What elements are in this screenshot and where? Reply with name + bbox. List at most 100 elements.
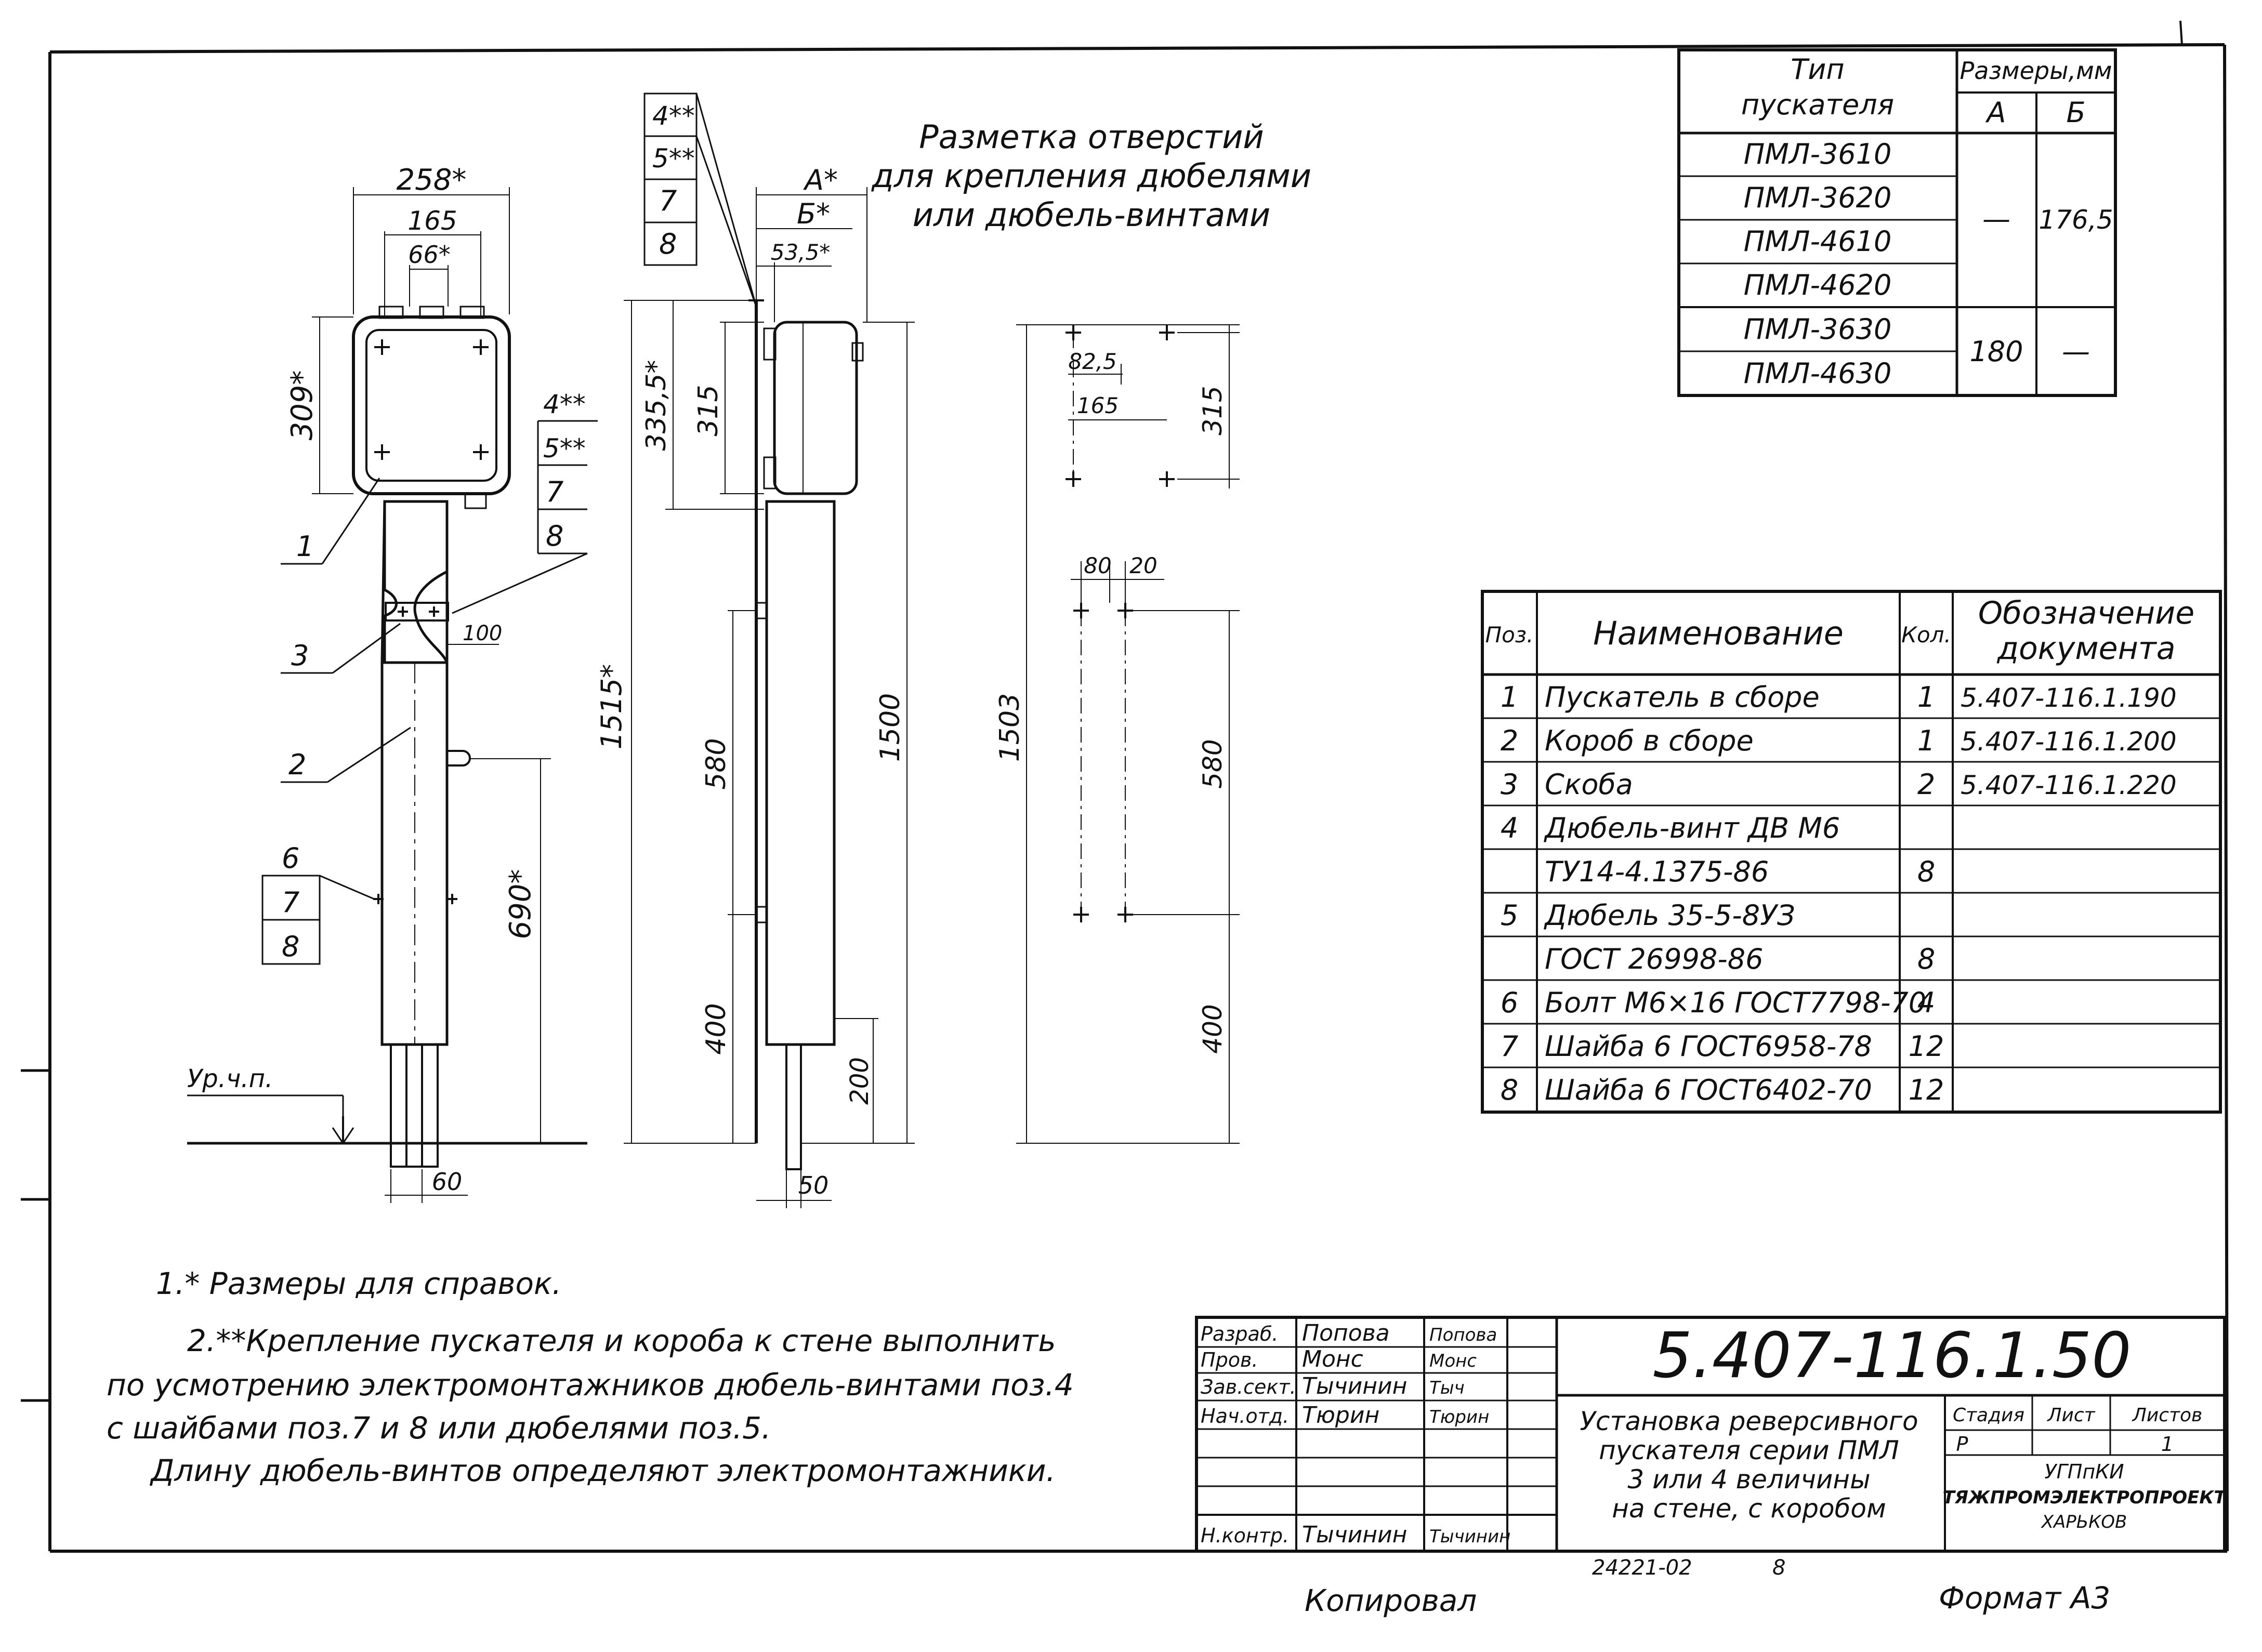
dim-60: 60 (432, 1168, 463, 1196)
role-label: Нач.отд. (1201, 1405, 1289, 1428)
spec-pos: 7 (1501, 1030, 1518, 1063)
spec-qty: 2 (1917, 768, 1935, 801)
group2-a: 180 (1969, 335, 2023, 368)
dim-400-side: 400 (701, 1003, 732, 1054)
role-signature: Тыч (1429, 1378, 1465, 1398)
role-name: Попова (1302, 1320, 1390, 1346)
mark-dim-80: 80 (1084, 553, 1111, 578)
role-signature: Монс (1429, 1351, 1477, 1371)
spec-name: Скоба (1545, 768, 1633, 801)
spec-pos: 5 (1501, 899, 1518, 932)
callout-stack-b: 7 (282, 886, 299, 919)
callout-3: 3 (291, 639, 309, 672)
role-signature: Тычинин (1429, 1526, 1510, 1547)
type-row: ПМЛ-3620 (1744, 181, 1892, 214)
spec-header-doc-1: Обозначение (1978, 595, 2194, 631)
side-callout: 8 (659, 228, 677, 260)
type-header-2: пускателя (1741, 88, 1894, 121)
callout-stack-b: 8 (282, 930, 299, 963)
dim-B: Б* (797, 197, 830, 230)
note-2c: с шайбами поз.7 и 8 или дюбелями поз.5. (107, 1410, 771, 1446)
sheets-value: 1 (2161, 1433, 2174, 1456)
callout-stack: 8 (546, 520, 563, 552)
copied-label: Копировал (1305, 1583, 1477, 1618)
role-label: Разраб. (1201, 1323, 1278, 1345)
role-label: Пров. (1201, 1349, 1258, 1371)
spec-header-qty: Кол. (1901, 622, 1951, 647)
dim-200: 200 (845, 1057, 874, 1105)
callout-2: 2 (288, 748, 306, 781)
dim-315-side: 315 (693, 385, 724, 436)
sheets-header: Листов (2132, 1405, 2202, 1426)
starter-outer (352, 315, 511, 495)
type-row: ПМЛ-3630 (1744, 313, 1892, 346)
dim-1500: 1500 (875, 693, 906, 762)
spec-name: Шайба 6 ГОСТ6958-78 (1545, 1030, 1872, 1063)
spec-name: Пускатель в сборе (1545, 681, 1820, 713)
title-line: на стене, с коробом (1612, 1494, 1886, 1524)
note-2a: 2.**Крепление пускателя и короба к стене… (187, 1323, 1056, 1358)
marking-view: 1503 82,5 165 315 80 20 580 400 (994, 324, 1240, 1144)
type-row: ПМЛ-4620 (1744, 269, 1892, 301)
inventory-number: 24221-02 (1592, 1556, 1692, 1580)
spec-qty: 1 (1917, 724, 1935, 757)
spec-pos: 4 (1501, 812, 1518, 844)
specification-table: Поз. Наименование Кол. Обозначение докум… (1481, 590, 2222, 1114)
spec-doc: 5.407-116.1.220 (1961, 770, 2177, 800)
mark-dim-1503: 1503 (994, 693, 1025, 762)
role-label: Зав.сект. (1201, 1376, 1296, 1398)
role-name: Тычинин (1302, 1522, 1407, 1548)
group2-b: — (2062, 335, 2090, 368)
spec-pos: 3 (1501, 768, 1518, 801)
dim-580-side: 580 (701, 738, 732, 789)
dim-1515: 1515* (595, 664, 628, 749)
size-header: Размеры,мм (1960, 57, 2112, 85)
spec-header-doc-2: документа (1996, 630, 2175, 667)
spec-doc: 5.407-116.1.200 (1961, 726, 2177, 757)
dim-53-5: 53,5* (771, 240, 831, 265)
dim-66: 66* (408, 241, 451, 269)
mark-dim-580: 580 (1198, 739, 1228, 788)
dim-165: 165 (407, 206, 457, 236)
spec-pos: 1 (1501, 681, 1518, 713)
mark-dim-20: 20 (1129, 553, 1157, 578)
note-3: Длину дюбель-винтов определяют электромо… (149, 1453, 1056, 1488)
duct-upper (380, 500, 449, 664)
dim-258: 258* (397, 163, 467, 197)
type-header-1: Тип (1791, 53, 1844, 86)
marking-title-line: или дюбель-винтами (913, 196, 1270, 234)
spec-name: Дюбель 35-5-8УЗ (1544, 899, 1795, 932)
dim-309: 309* (285, 371, 319, 441)
type-row: ПМЛ-4610 (1744, 225, 1892, 258)
title-line: Установка реверсивного (1580, 1406, 1918, 1436)
group1-a: — (1982, 203, 2010, 235)
callout-stack: 4** (543, 389, 586, 419)
type-row: ПМЛ-3610 (1744, 138, 1892, 170)
sheet-frame (21, 20, 2229, 1553)
role-name: Тычинин (1302, 1373, 1407, 1399)
side-callout: 5** (652, 143, 695, 174)
spec-name: Дюбель-винт ДВ М6 (1544, 812, 1840, 844)
note-1: 1.* Размеры для справок. (156, 1266, 561, 1301)
floor-label: Ур.ч.п. (187, 1064, 273, 1093)
org-line: ХАРЬКОВ (2041, 1512, 2127, 1532)
marking-title-line: Разметка отверстий (919, 118, 1264, 156)
org-line: ТЯЖПРОМЭЛЕКТРОПРОЕКТ (1943, 1487, 2228, 1508)
mark-dim-165: 165 (1077, 393, 1119, 418)
starter-type-table: Тип пускателя Размеры,мм А Б ПМЛ-3610 ПМ… (1677, 48, 2117, 397)
marking-title: Разметка отверстий для крепления дюбелям… (871, 118, 1311, 234)
role-name: Тюрин (1302, 1402, 1379, 1429)
spec-qty: 8 (1917, 855, 1935, 888)
mark-dim-315: 315 (1198, 386, 1228, 435)
spec-name: Болт М6×16 ГОСТ7798-70 (1545, 986, 1926, 1019)
marking-title-line: для крепления дюбелями (871, 157, 1311, 195)
spec-name: ГОСТ 26998-86 (1545, 943, 1763, 975)
spec-qty: 12 (1909, 1030, 1944, 1063)
title-line: пускателя серии ПМЛ (1599, 1435, 1899, 1465)
side-callout: 7 (659, 184, 677, 217)
format-label: Формат А3 (1939, 1580, 2110, 1616)
callout-stack-b: 6 (282, 842, 299, 875)
spec-name: Шайба 6 ГОСТ6402-70 (1545, 1074, 1872, 1106)
